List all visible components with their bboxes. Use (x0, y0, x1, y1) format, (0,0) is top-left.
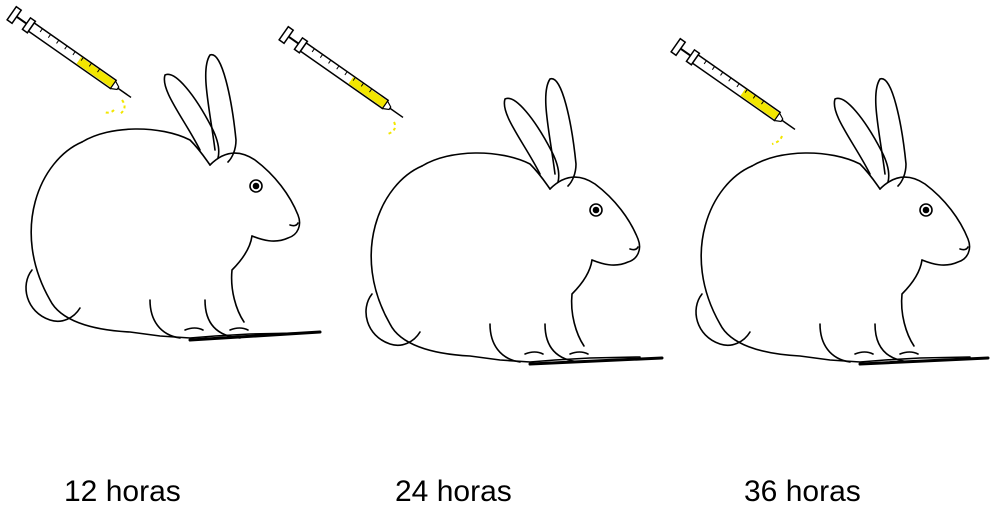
panel-12h: 12 horas (0, 0, 330, 527)
syringe-icon (671, 39, 800, 144)
rabbit-icon (696, 79, 988, 364)
syringe-icon (7, 7, 136, 114)
panel-illustration (0, 0, 330, 460)
time-caption: 36 horas (744, 474, 861, 510)
panel-36h: 36 horas (660, 0, 990, 527)
time-caption: 12 horas (64, 474, 181, 510)
time-caption: 24 horas (395, 474, 512, 510)
rabbit-icon (366, 79, 662, 364)
panel-24h: 24 horas (330, 0, 660, 527)
rabbit-icon (26, 55, 320, 340)
panel-illustration (330, 0, 660, 460)
panel-illustration (660, 0, 990, 460)
